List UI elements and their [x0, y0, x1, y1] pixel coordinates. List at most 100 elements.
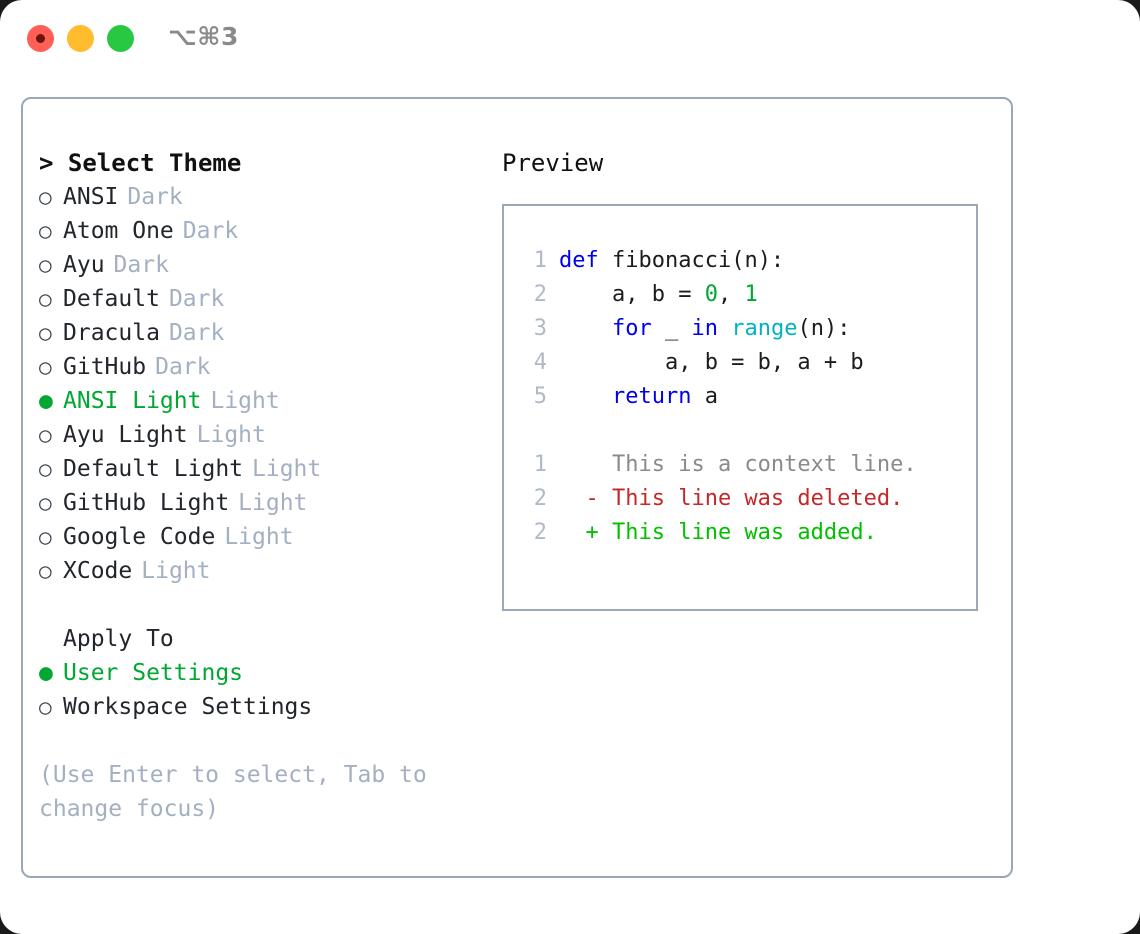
diff-line-number: 2: [533, 520, 547, 545]
radio-unselected-icon: ○: [39, 321, 52, 345]
theme-option-label: Ayu Light: [63, 422, 188, 448]
code-token-kw: for: [611, 316, 652, 341]
theme-option-label: Dracula: [63, 320, 160, 346]
apply-to-option-workspace-settings[interactable]: ○Workspace Settings: [39, 690, 489, 724]
radio-unselected-icon: ○: [39, 457, 52, 481]
theme-option-label: ANSI Light: [63, 388, 202, 414]
theme-option-label: Ayu: [63, 252, 105, 278]
code-line-text: a, b = 0, 1: [559, 278, 758, 312]
radio-unselected-icon: ○: [39, 287, 52, 311]
diff-line-text: This is a context line.: [611, 452, 917, 477]
code-line-text: a, b = b, a + b: [559, 346, 864, 380]
apply-to-option-label: User Settings: [63, 660, 244, 686]
radio-unselected-icon: ○: [39, 355, 52, 379]
theme-option-ansi-light[interactable]: ● ANSI Light Light: [39, 384, 489, 418]
theme-option-dracula[interactable]: ○ Dracula Dark: [39, 316, 489, 350]
radio-selected-icon: ●: [39, 388, 53, 414]
code-diff-spacer: [504, 414, 976, 448]
diff-line-number: 1: [533, 452, 547, 477]
code-token-kw: return: [611, 384, 692, 409]
apply-to-option-label: Workspace Settings: [63, 694, 313, 720]
code-token-fn: range: [731, 316, 798, 341]
code-token-num: 0: [704, 282, 718, 307]
theme-option-label: Default Light: [63, 456, 244, 482]
maximize-button[interactable]: [107, 25, 134, 52]
diff-sample: 1 This is a context line. 2 - This line w…: [504, 448, 976, 550]
code-line: 4 a, b = b, a + b: [504, 346, 976, 380]
theme-option-variant: Dark: [168, 320, 225, 346]
theme-option-variant: Light: [252, 456, 322, 482]
theme-option-variant: Dark: [182, 218, 239, 244]
code-token-plain: a, b =: [559, 282, 705, 307]
keyboard-shortcut-label: ⌥⌘3: [168, 22, 239, 51]
code-token-plain: a: [691, 384, 718, 409]
code-token-num: 1: [744, 282, 758, 307]
code-token-kw: in: [691, 316, 718, 341]
diff-marker: +: [559, 520, 612, 545]
code-token-kw: def: [559, 248, 599, 273]
radio-unselected-icon: ○: [39, 491, 52, 515]
theme-option-variant: Light: [141, 558, 211, 584]
keyboard-hint-text: (Use Enter to select, Tab to change focu…: [39, 762, 427, 822]
apply-to-option-user-settings[interactable]: ● User Settings: [39, 656, 489, 690]
preview-heading: Preview: [502, 149, 604, 177]
radio-unselected-icon: ○: [39, 559, 52, 583]
code-line-number: 2: [533, 282, 547, 307]
theme-option-label: Atom One: [63, 218, 174, 244]
theme-option-variant: Light: [196, 422, 266, 448]
code-token-plain: ,: [717, 282, 745, 307]
code-line-number: 3: [533, 316, 547, 341]
radio-selected-icon: ●: [39, 660, 53, 686]
code-line-number: 4: [533, 350, 547, 375]
code-line: 3 for _ in range(n):: [504, 312, 976, 346]
theme-option-google-code[interactable]: ○ Google Code Light: [39, 520, 489, 554]
theme-option-label: GitHub Light: [63, 490, 230, 516]
diff-line: 1 This is a context line.: [504, 448, 976, 482]
radio-unselected-icon: ○: [39, 525, 52, 549]
window-titlebar: ⌥⌘3: [0, 0, 1140, 78]
theme-option-github[interactable]: ○ GitHub Dark: [39, 350, 489, 384]
theme-option-variant: Dark: [168, 286, 225, 312]
code-line: 2 a, b = 0, 1: [504, 278, 976, 312]
code-line-text: for _ in range(n):: [559, 312, 850, 346]
theme-option-variant: Light: [224, 524, 294, 550]
code-line-number: 1: [533, 248, 547, 273]
diff-marker: -: [559, 486, 612, 511]
theme-option-label: GitHub: [63, 354, 147, 380]
theme-option-default-light[interactable]: ○ Default Light Light: [39, 452, 489, 486]
code-line-text: return a: [559, 380, 718, 414]
section-spacer: [39, 588, 489, 622]
code-token-plain: [559, 384, 612, 409]
theme-option-variant: Dark: [155, 354, 211, 380]
theme-option-variant: Light: [210, 388, 280, 414]
code-token-plain: _: [651, 316, 692, 341]
theme-option-variant: Dark: [127, 184, 183, 210]
code-token-plain: [718, 316, 731, 341]
diff-marker: [559, 448, 612, 482]
radio-unselected-icon: ○: [39, 219, 52, 243]
theme-option-label: Google Code: [63, 524, 216, 550]
diff-line: 2 + This line was added.: [504, 516, 976, 550]
diff-line-text: This line was added.: [611, 520, 877, 545]
radio-unselected-icon: ○: [39, 185, 52, 209]
radio-unselected-icon: ○: [39, 423, 52, 447]
close-button[interactable]: [27, 25, 54, 52]
apply-to-list: ● User Settings ○Workspace Settings: [39, 656, 489, 724]
code-token-plain: a, b = b, a + b: [559, 350, 864, 375]
theme-option-atom-one[interactable]: ○ Atom One Dark: [39, 214, 489, 248]
minimize-button[interactable]: [67, 25, 94, 52]
radio-unselected-icon: ○: [39, 253, 52, 277]
theme-option-ayu-light[interactable]: ○ Ayu Light Light: [39, 418, 489, 452]
